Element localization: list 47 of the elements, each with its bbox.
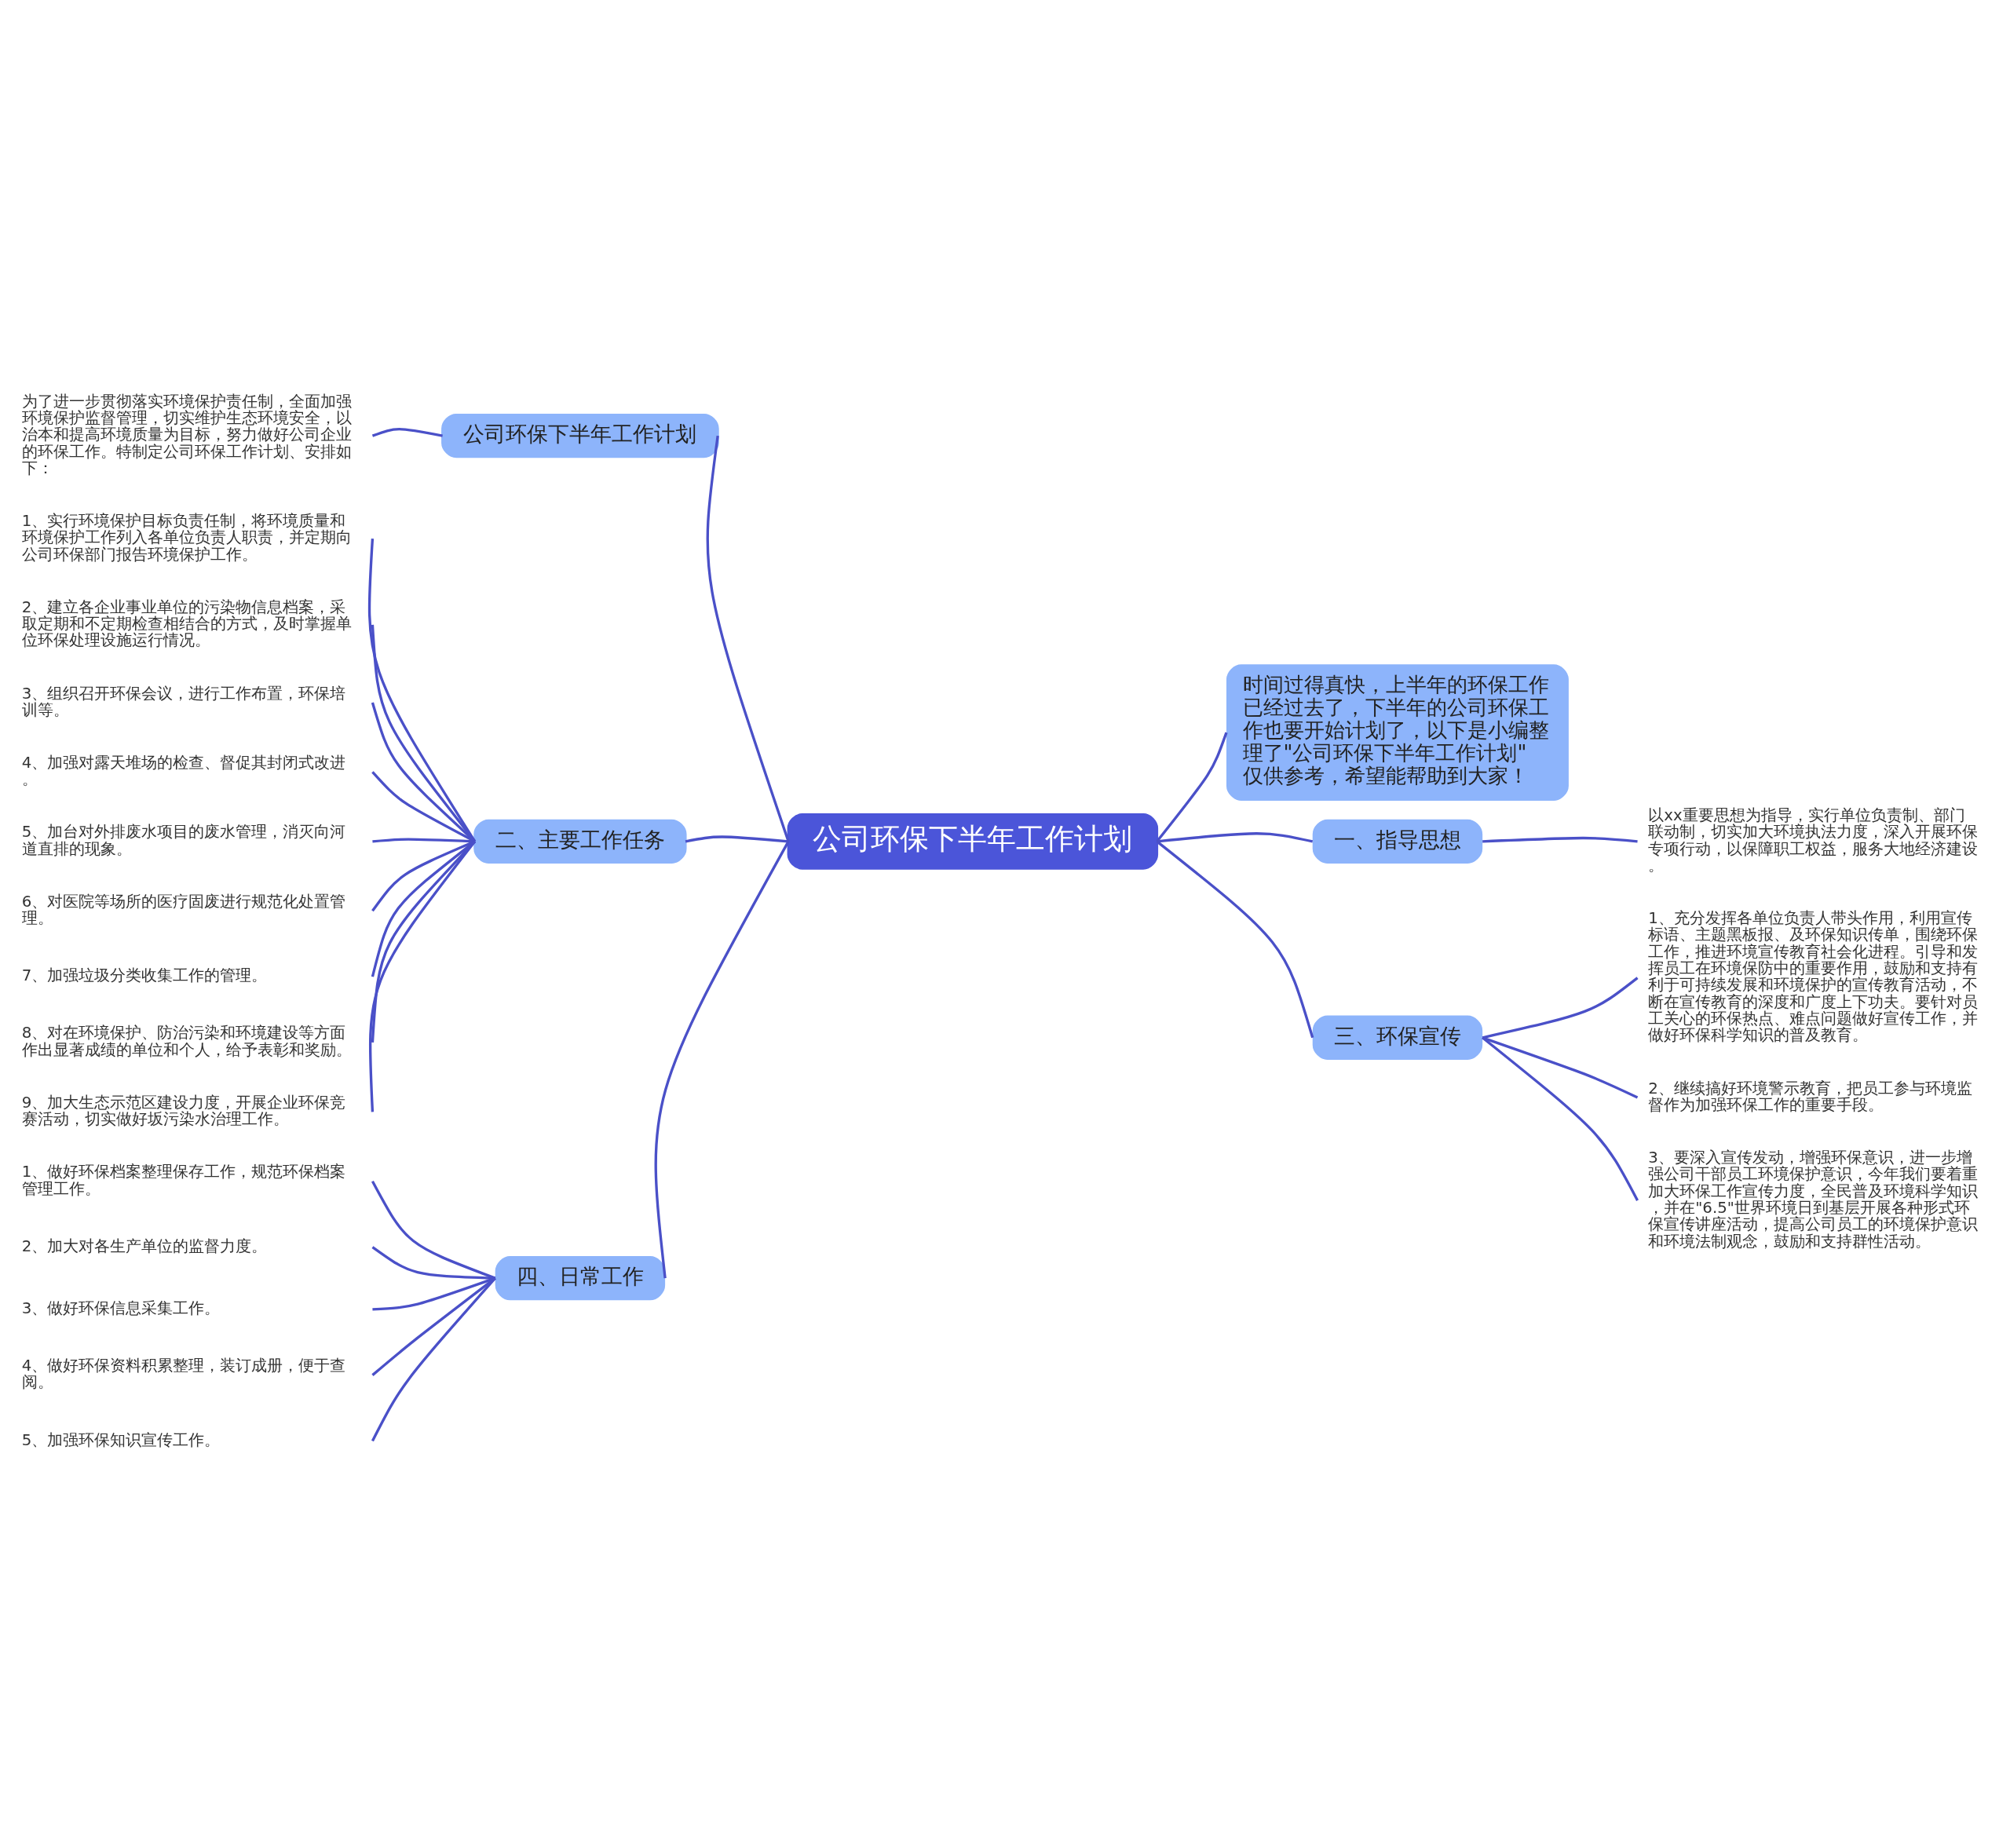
node-text: 5、加台对外排废水项目的废水管理，消灭向河道直排的现象。 [21, 823, 346, 858]
node-text: 为了进一步贯彻落实环境保护责任制，全面加强环境保护监督管理，切实维护生态环境安全，以治本和提高环境质量为目标，努力做好公司企业的环保工作。特制定公司环保工作计划、安排如下： [21, 392, 352, 477]
connector [685, 835, 789, 843]
node-box: 二、主要工作任务 [473, 819, 687, 864]
node-box: 一、指导思想 [1312, 819, 1483, 864]
node-text: 3、做好环保信息采集工作。 [21, 1298, 221, 1317]
connector [1156, 732, 1228, 842]
node-text: 1、做好环保档案整理保存工作，规范环保档案管理工作。 [21, 1163, 346, 1198]
connector [371, 428, 443, 437]
node-text: 7、加强垃圾分类收集工作的管理。 [21, 966, 268, 985]
node-text: 2、继续搞好环境警示教育，把员工参与环境监督作为加强环保工作的重要手段。 [1648, 1079, 1972, 1114]
node-text: 4、做好环保资料积累整理，装订成册，便于查阅。 [21, 1357, 346, 1392]
connector [371, 1276, 496, 1376]
node-text: 2、加大对各生产单位的监督力度。 [21, 1236, 268, 1255]
connector [371, 1277, 496, 1442]
connector [654, 841, 790, 1279]
node-text: 9、加大生态示范区建设力度，开展企业环保竞赛活动，切实做好坂污染水治理工作。 [21, 1093, 346, 1129]
connector [372, 838, 475, 843]
connector [371, 840, 476, 1043]
connector [371, 624, 477, 842]
node-text: 2、建立各企业事业单位的污染物信息档案，采取定期和不定期检查相结合的方式，及时掌握单位环保处理设施运行情况。 [21, 597, 352, 650]
node-text: 1、实行环境保护目标负责任制，将环境质量和环境保护工作列入各单位负责人职责，并定期向公司环保部门报告环境保护工作。 [21, 512, 352, 564]
node-box: 公司环保下半年工作计划 [441, 413, 719, 458]
connector [706, 435, 790, 842]
node-box: 公司环保下半年工作计划 [787, 813, 1159, 870]
connector [371, 1180, 496, 1280]
node-text: 以xx重要思想为指导，实行单位负责制、部门联动制，切实加大环境执法力度，深入开展环保专项行动，以保障职工权益，服务大地经济建设。 [1648, 806, 1979, 875]
connector [1157, 832, 1314, 843]
connector [1482, 1036, 1639, 1201]
connector [1482, 836, 1638, 843]
node-text: 4、加强对露天堆场的检查、督促其封闭式改进。 [21, 753, 346, 789]
node-text: 3、要深入宣传发动，增强环保意识，进一步增强公司干部员工环境保护意识，今年我们要着重加大环保工作宣传力度，全民普及环境科学知识，并在"6.5"世界环境日到基层开展各种形式环保宣传讲座活动，提高公司员工的环境保护意识和环境法制观念，鼓励和支持群性活动。 [1648, 1148, 1979, 1251]
connector [1156, 840, 1314, 1039]
connector [1482, 977, 1639, 1039]
node-text: 6、对医院等场所的医疗固废进行规范化处置管理。 [21, 892, 346, 928]
node-text: 8、对在环境保护、防治污染和环境建设等方面作出显著成绩的单位和个人，给予表彰和奖励。 [21, 1024, 352, 1059]
connector [371, 1246, 495, 1280]
node-text: 5、加强环保知识宣传工作。 [21, 1430, 221, 1449]
connector [1482, 1036, 1639, 1099]
node-box: 三、环保宣传 [1312, 1015, 1483, 1060]
node-text: 3、组织召开环保会议，进行工作布置，环保培训等。 [21, 684, 346, 719]
connector [368, 840, 477, 1112]
connector [371, 840, 476, 977]
node-text: 1、充分发挥各单位负责人带头作用，利用宣传标语、主题黑板报、及环保知识传单，围绕环保工作，推进环境宣传教育社会化进程。引导和发挥员工在环境保防中的重要作用，鼓励和支持有利于可持续发展和环境保护的宣传教育活动，不断在宣传教育的深度和广度上下功夫。要针对员工关心的环保热点、难点问题做好宣传工作，并做好环保科学知识的普及教育。 [1648, 909, 1979, 1045]
node-box: 四、日常工作 [495, 1256, 666, 1301]
node-box: 时间过得真快，上半年的环保工作已经过去了，下半年的公司环保工作也要开始计划了，以下是小编整理了"公司环保下半年工作计划"仅供参考，希望能帮助到大家！ [1226, 664, 1569, 801]
connector [367, 539, 477, 842]
